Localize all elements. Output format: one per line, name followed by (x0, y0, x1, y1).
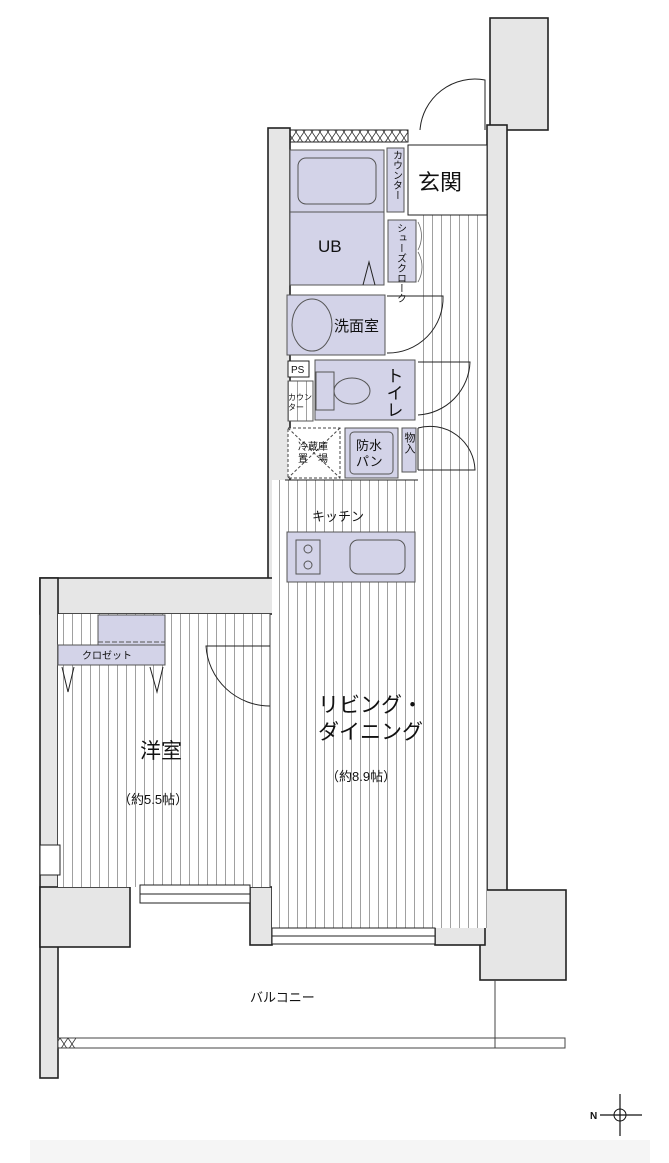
label-living-2: ダイニング (318, 721, 423, 744)
balcony-railing (57, 1037, 566, 1049)
label-small-counter-2: ター (288, 403, 304, 412)
label-shoe-closet: シューズクローク (395, 223, 407, 303)
label-ps: PS (291, 365, 305, 376)
hallway-floor (415, 215, 487, 480)
small-counter (287, 380, 314, 422)
entrance-area (407, 144, 488, 216)
side-window[interactable] (39, 844, 61, 876)
label-closet: クロゼット (82, 650, 132, 662)
label-pan-1: 防水 (356, 438, 382, 453)
label-kitchen: キッチン (312, 509, 364, 524)
label-toilet: トイレ (384, 367, 403, 418)
compass-north-label: N (590, 1111, 597, 1122)
label-entrance: 玄関 (418, 170, 462, 195)
label-living-1: リビング・ (318, 694, 423, 717)
bottom-band (30, 1140, 650, 1163)
counter-top (386, 147, 405, 213)
label-washroom: 洗面室 (334, 318, 379, 335)
label-fridge-1: 冷蔵庫 (298, 440, 328, 453)
hatched-strip (289, 129, 409, 143)
toilet-bowl (333, 377, 371, 405)
bathtub (297, 157, 377, 205)
label-western-room: 洋室 (140, 740, 182, 763)
entrance-door[interactable] (419, 78, 486, 131)
western-room-door[interactable] (205, 645, 271, 707)
label-pan-2: パン (356, 454, 383, 469)
label-balcony: バルコニー (250, 990, 315, 1005)
label-living-size: （約8.9帖） (326, 769, 396, 784)
shoe-closet[interactable] (387, 219, 417, 283)
washbasin (291, 298, 333, 352)
label-counter-top: カウンター (391, 150, 403, 200)
closet[interactable] (57, 644, 166, 666)
compass-icon: N (590, 1094, 642, 1136)
label-western-size: （約5.5帖） (118, 792, 188, 807)
waterproof-pan (344, 427, 399, 479)
washroom (286, 294, 386, 356)
unit-bath (289, 149, 385, 286)
label-storage: 物入 (403, 431, 416, 454)
label-small-counter-1: カウン (288, 393, 312, 402)
stove (295, 539, 321, 575)
sink (349, 539, 406, 575)
pipe-space (287, 360, 310, 378)
label-unit-bath: UB (318, 237, 342, 256)
storage[interactable] (401, 427, 417, 473)
label-fridge-2: 置 場 (298, 452, 328, 465)
